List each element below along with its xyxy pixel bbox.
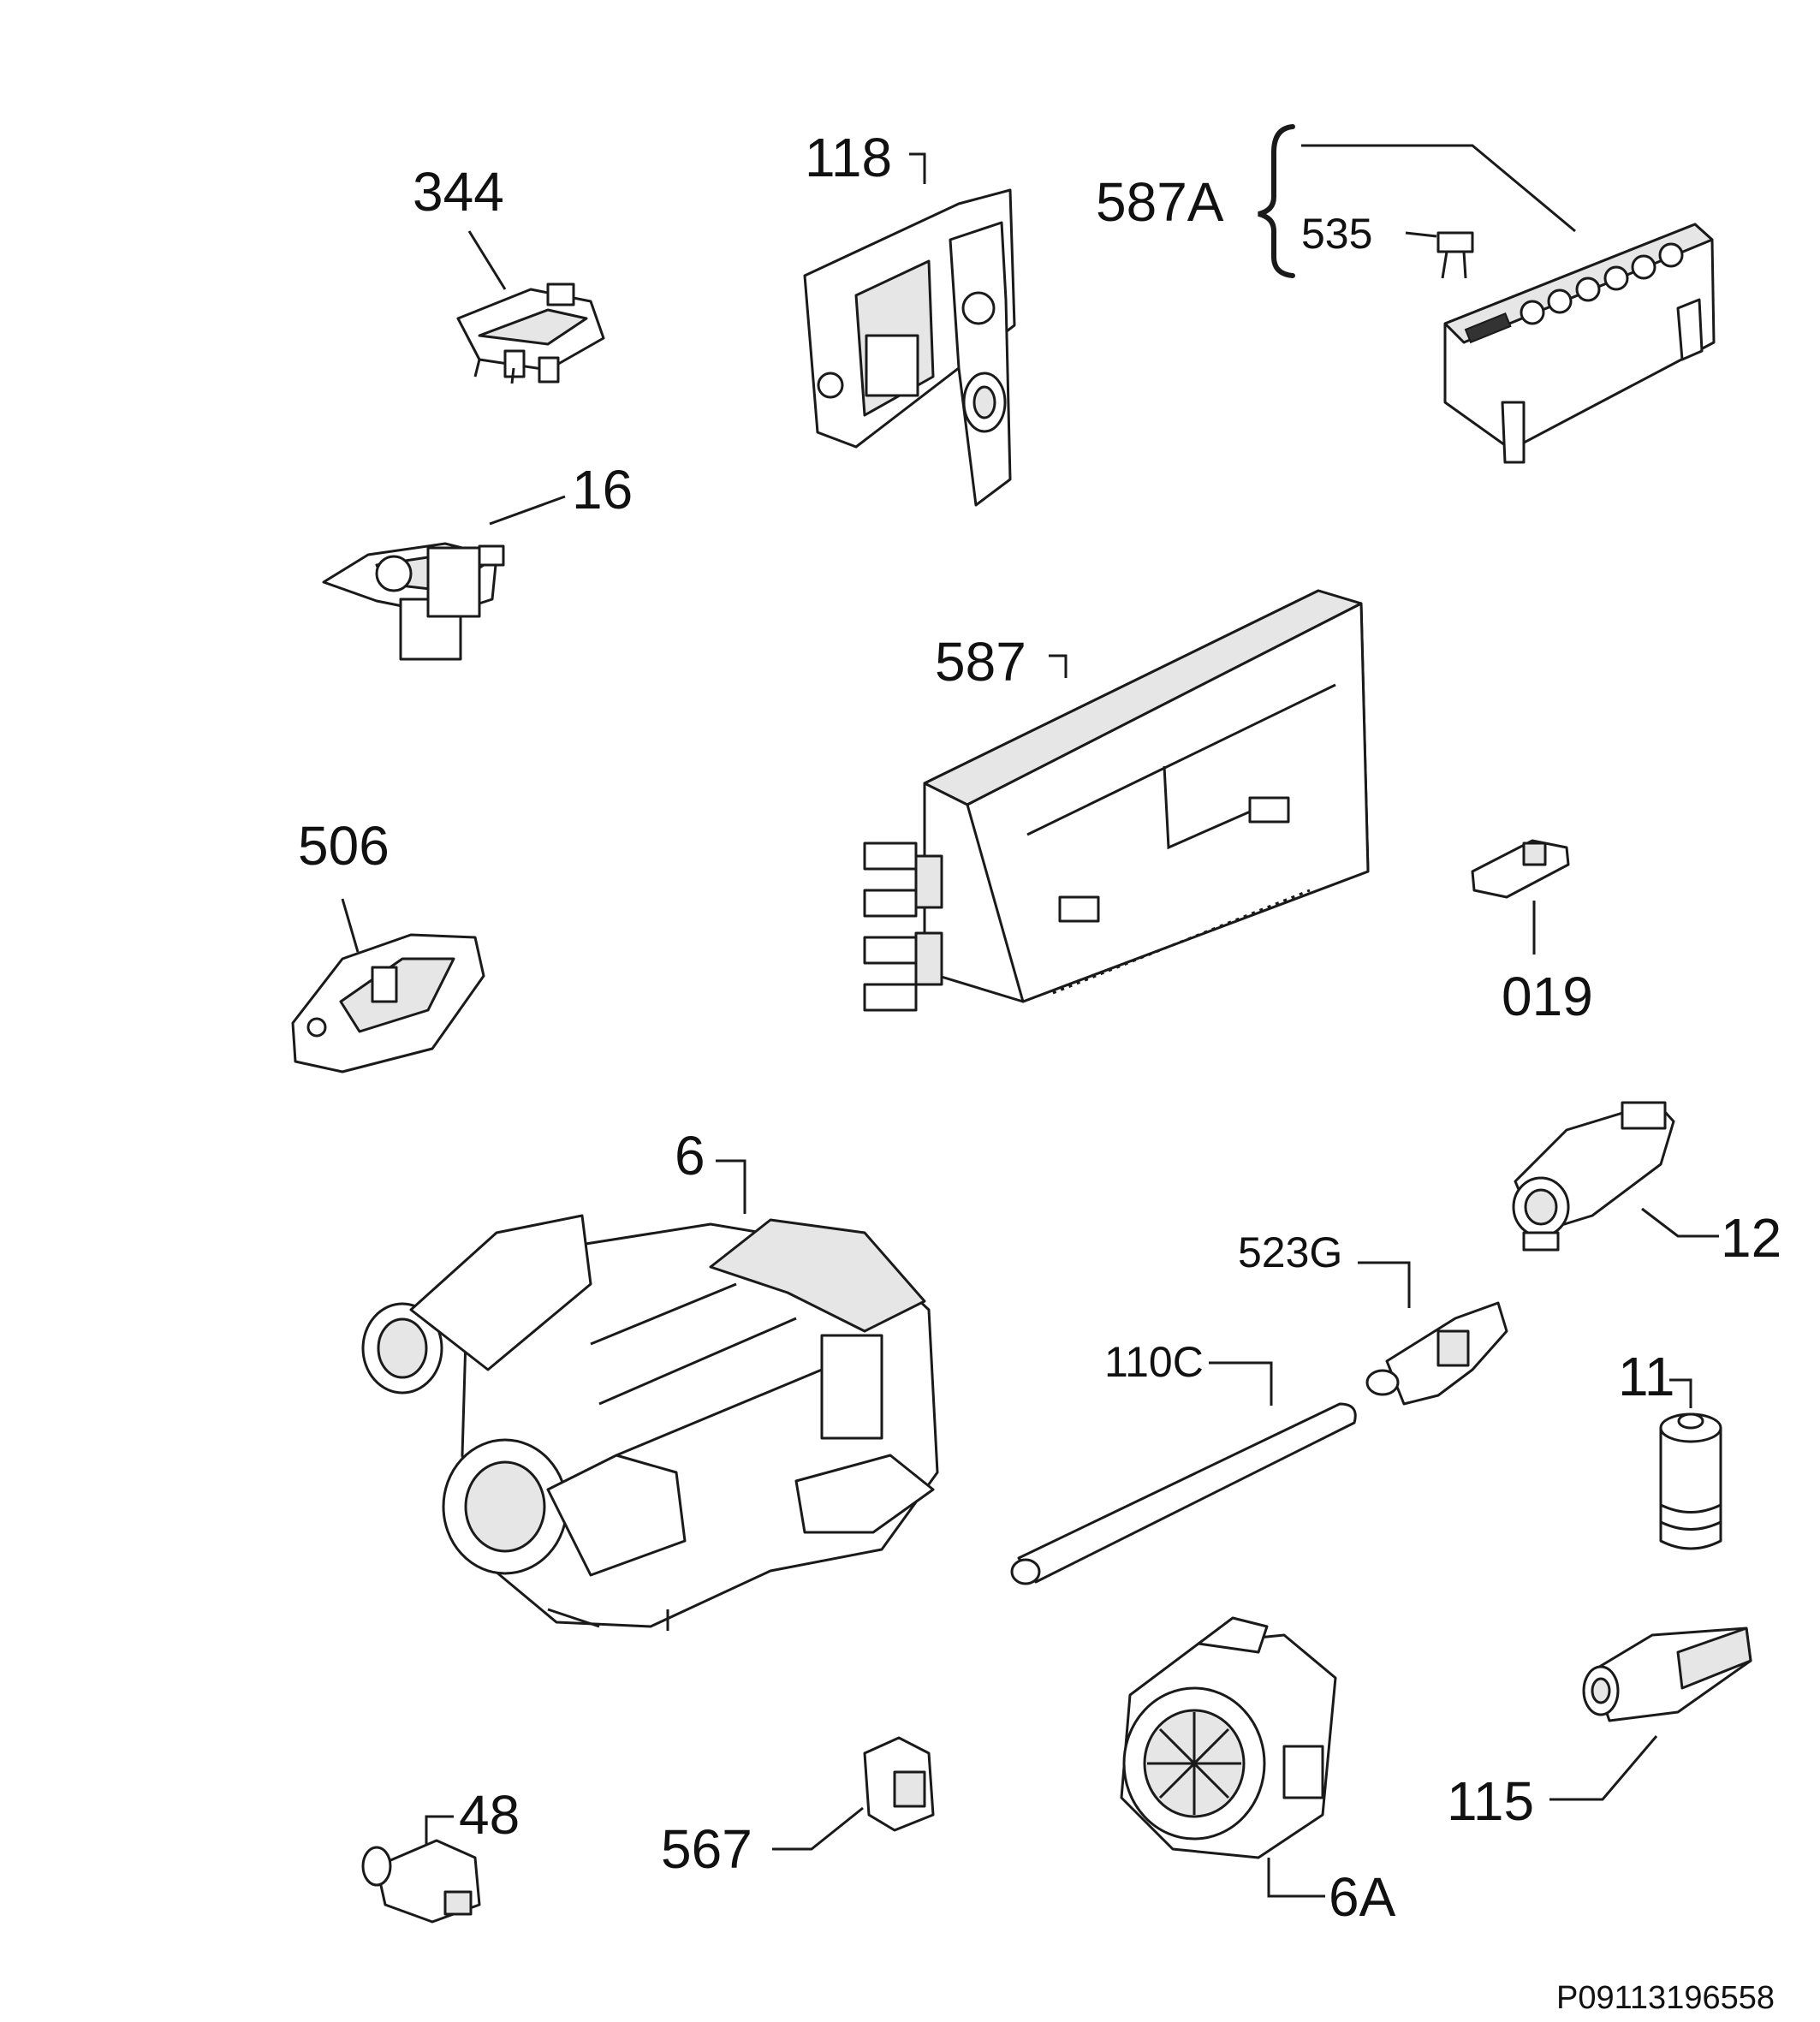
- brace-587a: [1258, 124, 1295, 278]
- label-110c: 110C: [1104, 1338, 1204, 1386]
- part-115-pressure-switch[interactable]: [1582, 1627, 1752, 1722]
- part-344-door-switch[interactable]: [456, 282, 605, 384]
- label-6a: 6A: [1329, 1866, 1396, 1928]
- leader-11: [1669, 1378, 1692, 1408]
- part-587a-control-panel[interactable]: [1443, 223, 1716, 464]
- part-587-electronic-module[interactable]: [863, 589, 1370, 1012]
- label-11: 11: [1618, 1346, 1674, 1407]
- label-344: 344: [413, 161, 504, 223]
- part-6-circulation-pump[interactable]: [361, 1214, 939, 1631]
- leader-344: [467, 230, 507, 290]
- label-523g: 523G: [1238, 1228, 1342, 1276]
- leader-567: [772, 1806, 864, 1851]
- part-110c-hose[interactable]: [1010, 1402, 1357, 1585]
- label-12: 12: [1721, 1207, 1781, 1269]
- leader-115: [1549, 1735, 1658, 1801]
- part-48-sensor[interactable]: [361, 1839, 481, 1924]
- leader-535: [1405, 231, 1437, 238]
- leader-587a: [1301, 144, 1576, 233]
- part-16-valve[interactable]: [322, 542, 505, 661]
- label-118: 118: [805, 127, 892, 188]
- part-6a-drain-pump[interactable]: [1120, 1616, 1337, 1859]
- label-567: 567: [661, 1818, 752, 1880]
- part-506-sensor[interactable]: [291, 933, 485, 1073]
- label-115: 115: [1447, 1770, 1534, 1832]
- part-535-button-part[interactable]: [1436, 231, 1474, 279]
- label-587a: 587A: [1096, 171, 1224, 233]
- label-16: 16: [572, 459, 633, 520]
- leader-16: [489, 495, 566, 526]
- leader-12: [1641, 1207, 1719, 1238]
- leader-48: [425, 1815, 454, 1845]
- part-12-flow-meter[interactable]: [1512, 1101, 1675, 1252]
- leader-523g: [1358, 1261, 1411, 1308]
- leader-118: [909, 152, 926, 184]
- part-11-capacitor[interactable]: [1659, 1412, 1722, 1550]
- label-535: 535: [1301, 210, 1372, 258]
- leader-6: [716, 1159, 746, 1214]
- label-019: 019: [1502, 966, 1593, 1027]
- label-587: 587: [935, 631, 1026, 693]
- leader-110c: [1209, 1361, 1273, 1406]
- label-506: 506: [298, 815, 390, 877]
- diagram-code: P09113196558: [1556, 1980, 1775, 2016]
- leader-506: [341, 898, 360, 953]
- label-6: 6: [675, 1125, 705, 1186]
- label-48: 48: [459, 1784, 520, 1846]
- part-118-detergent-dispenser[interactable]: [803, 188, 1016, 507]
- part-523g-hose-connector[interactable]: [1365, 1301, 1508, 1406]
- leader-587: [1049, 654, 1068, 678]
- part-019-connector[interactable]: [1471, 839, 1570, 899]
- leader-6a: [1267, 1858, 1325, 1898]
- part-567-clip[interactable]: [863, 1736, 935, 1832]
